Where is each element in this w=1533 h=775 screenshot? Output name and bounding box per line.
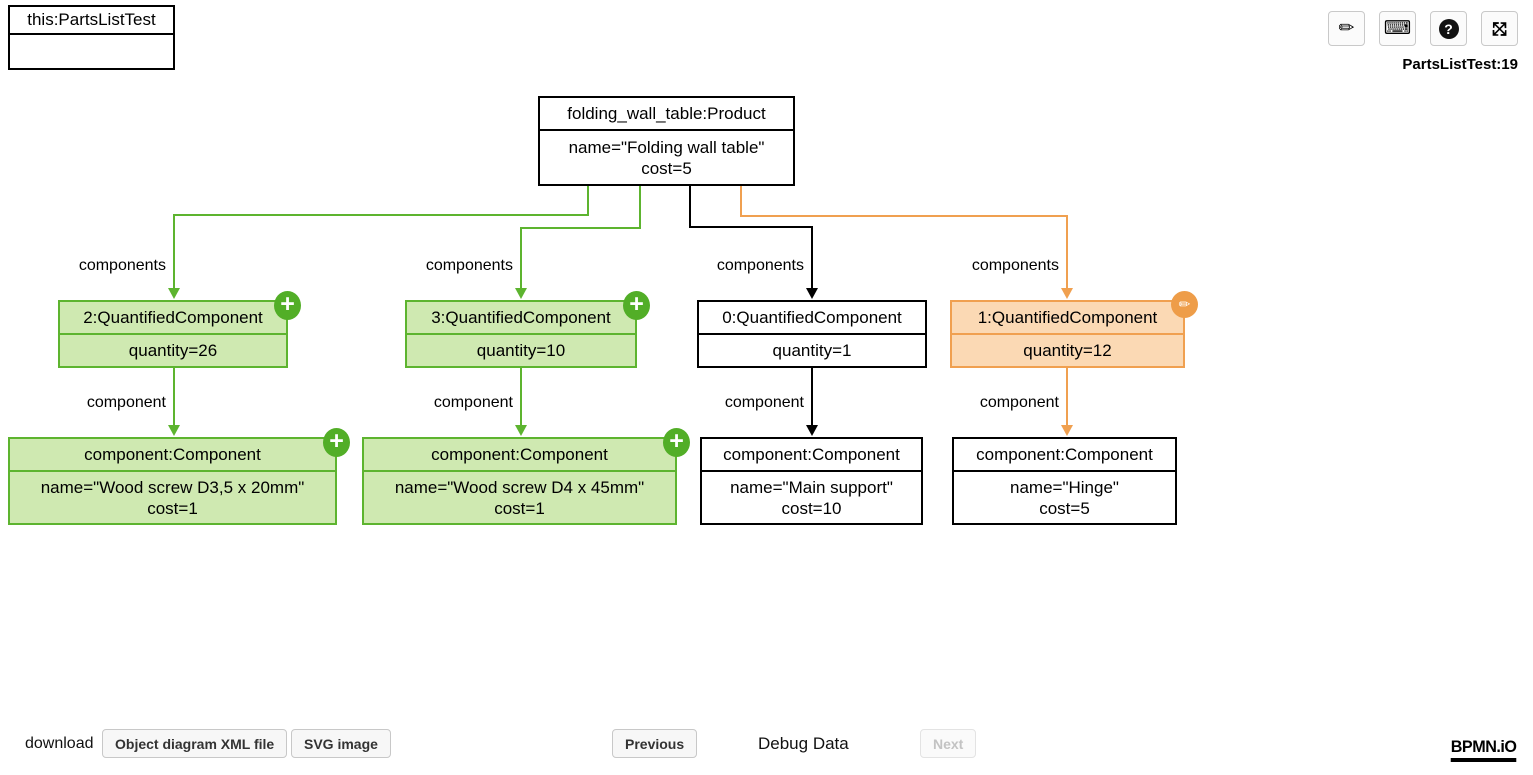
attribute-quantity: quantity=12	[1023, 341, 1112, 360]
arrowhead	[168, 288, 180, 299]
edge-component-c1	[515, 368, 527, 436]
attribute-cost: cost=10	[781, 498, 842, 518]
pencil-icon: ✏	[1338, 18, 1355, 39]
toolbar: ✏ ⌨ ? ⤡ ⤢	[1328, 11, 1518, 46]
node-title: 0:QuantifiedComponent	[699, 302, 925, 335]
node-title: folding_wall_table:Product	[540, 98, 793, 131]
node-title: component:Component	[702, 439, 921, 472]
attribute-name: name="Wood screw D4 x 45mm"	[394, 477, 645, 497]
arrowhead	[168, 425, 180, 436]
arrowhead	[806, 425, 818, 436]
edge-label-components: components	[78, 257, 166, 274]
node-attributes: name="Folding wall table" cost=5	[540, 131, 793, 184]
attribute-quantity: quantity=10	[476, 341, 566, 360]
node-component-wood-screw-d4[interactable]: + component:Component name="Wood screw D…	[362, 428, 690, 525]
download-xml-button[interactable]: Object diagram XML file	[102, 729, 288, 758]
attribute-quantity: quantity=1	[772, 341, 852, 360]
edge-components-qc1	[740, 186, 1073, 299]
node-quantified-component-0[interactable]: 0:QuantifiedComponent quantity=1	[697, 300, 927, 368]
node-folding-wall-table[interactable]: folding_wall_table:Product name="Folding…	[538, 96, 795, 186]
debug-data-label: Debug Data	[758, 734, 849, 753]
attribute-name: name="Main support"	[730, 477, 893, 497]
edge-component-c3	[1061, 368, 1073, 436]
node-attributes	[10, 35, 173, 68]
node-attributes: quantity=1	[699, 335, 925, 366]
edge-label-component: component	[724, 394, 804, 411]
node-title: this:PartsListTest	[10, 7, 173, 35]
arrowhead	[515, 288, 527, 299]
node-component-main-support[interactable]: component:Component name="Main support" …	[700, 437, 923, 525]
added-plus-badge-icon: +	[323, 428, 350, 457]
edge-components-qc0	[689, 186, 818, 299]
download-svg-button[interactable]: SVG image	[291, 729, 391, 758]
node-quantified-component-3[interactable]: + 3:QuantifiedComponent quantity=10	[405, 291, 650, 368]
download-label: download	[25, 735, 94, 752]
edge-label-components: components	[971, 257, 1059, 274]
arrowhead	[1061, 288, 1073, 299]
help-button[interactable]: ?	[1430, 11, 1467, 46]
attribute-cost: cost=1	[147, 498, 198, 518]
node-attributes: quantity=10	[407, 335, 635, 366]
edge-components-qc3	[515, 186, 641, 299]
node-attributes: quantity=26	[60, 335, 286, 366]
keyboard-icon: ⌨	[1383, 18, 1412, 39]
node-quantified-component-1[interactable]: ✏ 1:QuantifiedComponent quantity=12	[950, 291, 1198, 368]
node-this-partslisttest[interactable]: this:PartsListTest	[8, 5, 175, 70]
edge-component-c0	[168, 368, 180, 436]
attribute-cost: cost=5	[1039, 498, 1090, 518]
node-title: component:Component	[10, 439, 335, 472]
edit-button[interactable]: ✏	[1328, 11, 1365, 46]
edge-label-component: component	[433, 394, 513, 411]
model-reference-label: PartsListTest:19	[1402, 56, 1518, 73]
added-plus-badge-icon: +	[274, 291, 301, 320]
attribute-name: name="Hinge"	[1010, 477, 1119, 497]
node-quantified-component-2[interactable]: + 2:QuantifiedComponent quantity=26	[58, 291, 301, 368]
node-title: component:Component	[954, 439, 1175, 472]
node-attributes: name="Main support" cost=10	[702, 472, 921, 523]
node-attributes: name="Wood screw D4 x 45mm" cost=1	[364, 472, 675, 523]
arrowhead	[806, 288, 818, 299]
modified-pencil-badge-icon: ✏	[1171, 291, 1198, 318]
node-title: 1:QuantifiedComponent	[952, 302, 1183, 335]
attribute-cost: cost=1	[494, 498, 545, 518]
attribute-cost: cost=5	[641, 158, 692, 178]
edge-label-component: component	[979, 394, 1059, 411]
node-component-wood-screw-d35[interactable]: + component:Component name="Wood screw D…	[8, 428, 350, 525]
attribute-name: name="Folding wall table"	[568, 137, 765, 157]
node-attributes: name="Wood screw D3,5 x 20mm" cost=1	[10, 472, 335, 523]
edge-label-components: components	[716, 257, 804, 274]
edge-label-component: component	[86, 394, 166, 411]
node-component-hinge[interactable]: component:Component name="Hinge" cost=5	[952, 437, 1177, 525]
next-button[interactable]: Next	[920, 729, 977, 758]
node-title: component:Component	[364, 439, 675, 472]
keyboard-shortcuts-button[interactable]: ⌨	[1379, 11, 1416, 46]
bpmn-io-logo[interactable]: BPMN.iO	[1450, 737, 1517, 762]
node-title: 2:QuantifiedComponent	[60, 302, 286, 335]
attribute-name: name="Wood screw D3,5 x 20mm"	[40, 477, 305, 497]
node-title: 3:QuantifiedComponent	[407, 302, 635, 335]
added-plus-badge-icon: +	[623, 291, 650, 320]
previous-button[interactable]: Previous	[612, 729, 698, 758]
fullscreen-button[interactable]: ⤡ ⤢	[1481, 11, 1518, 46]
arrowhead	[515, 425, 527, 436]
arrowhead	[1061, 425, 1073, 436]
fullscreen-icon: ⤡ ⤢	[1492, 18, 1507, 39]
edge-components-qc2	[168, 186, 589, 299]
attribute-quantity: quantity=26	[128, 341, 218, 360]
added-plus-badge-icon: +	[663, 428, 690, 457]
node-attributes: quantity=12	[952, 335, 1183, 366]
edge-component-c2	[806, 368, 818, 436]
node-attributes: name="Hinge" cost=5	[954, 472, 1175, 523]
edge-label-components: components	[425, 257, 513, 274]
help-icon: ?	[1438, 18, 1459, 39]
